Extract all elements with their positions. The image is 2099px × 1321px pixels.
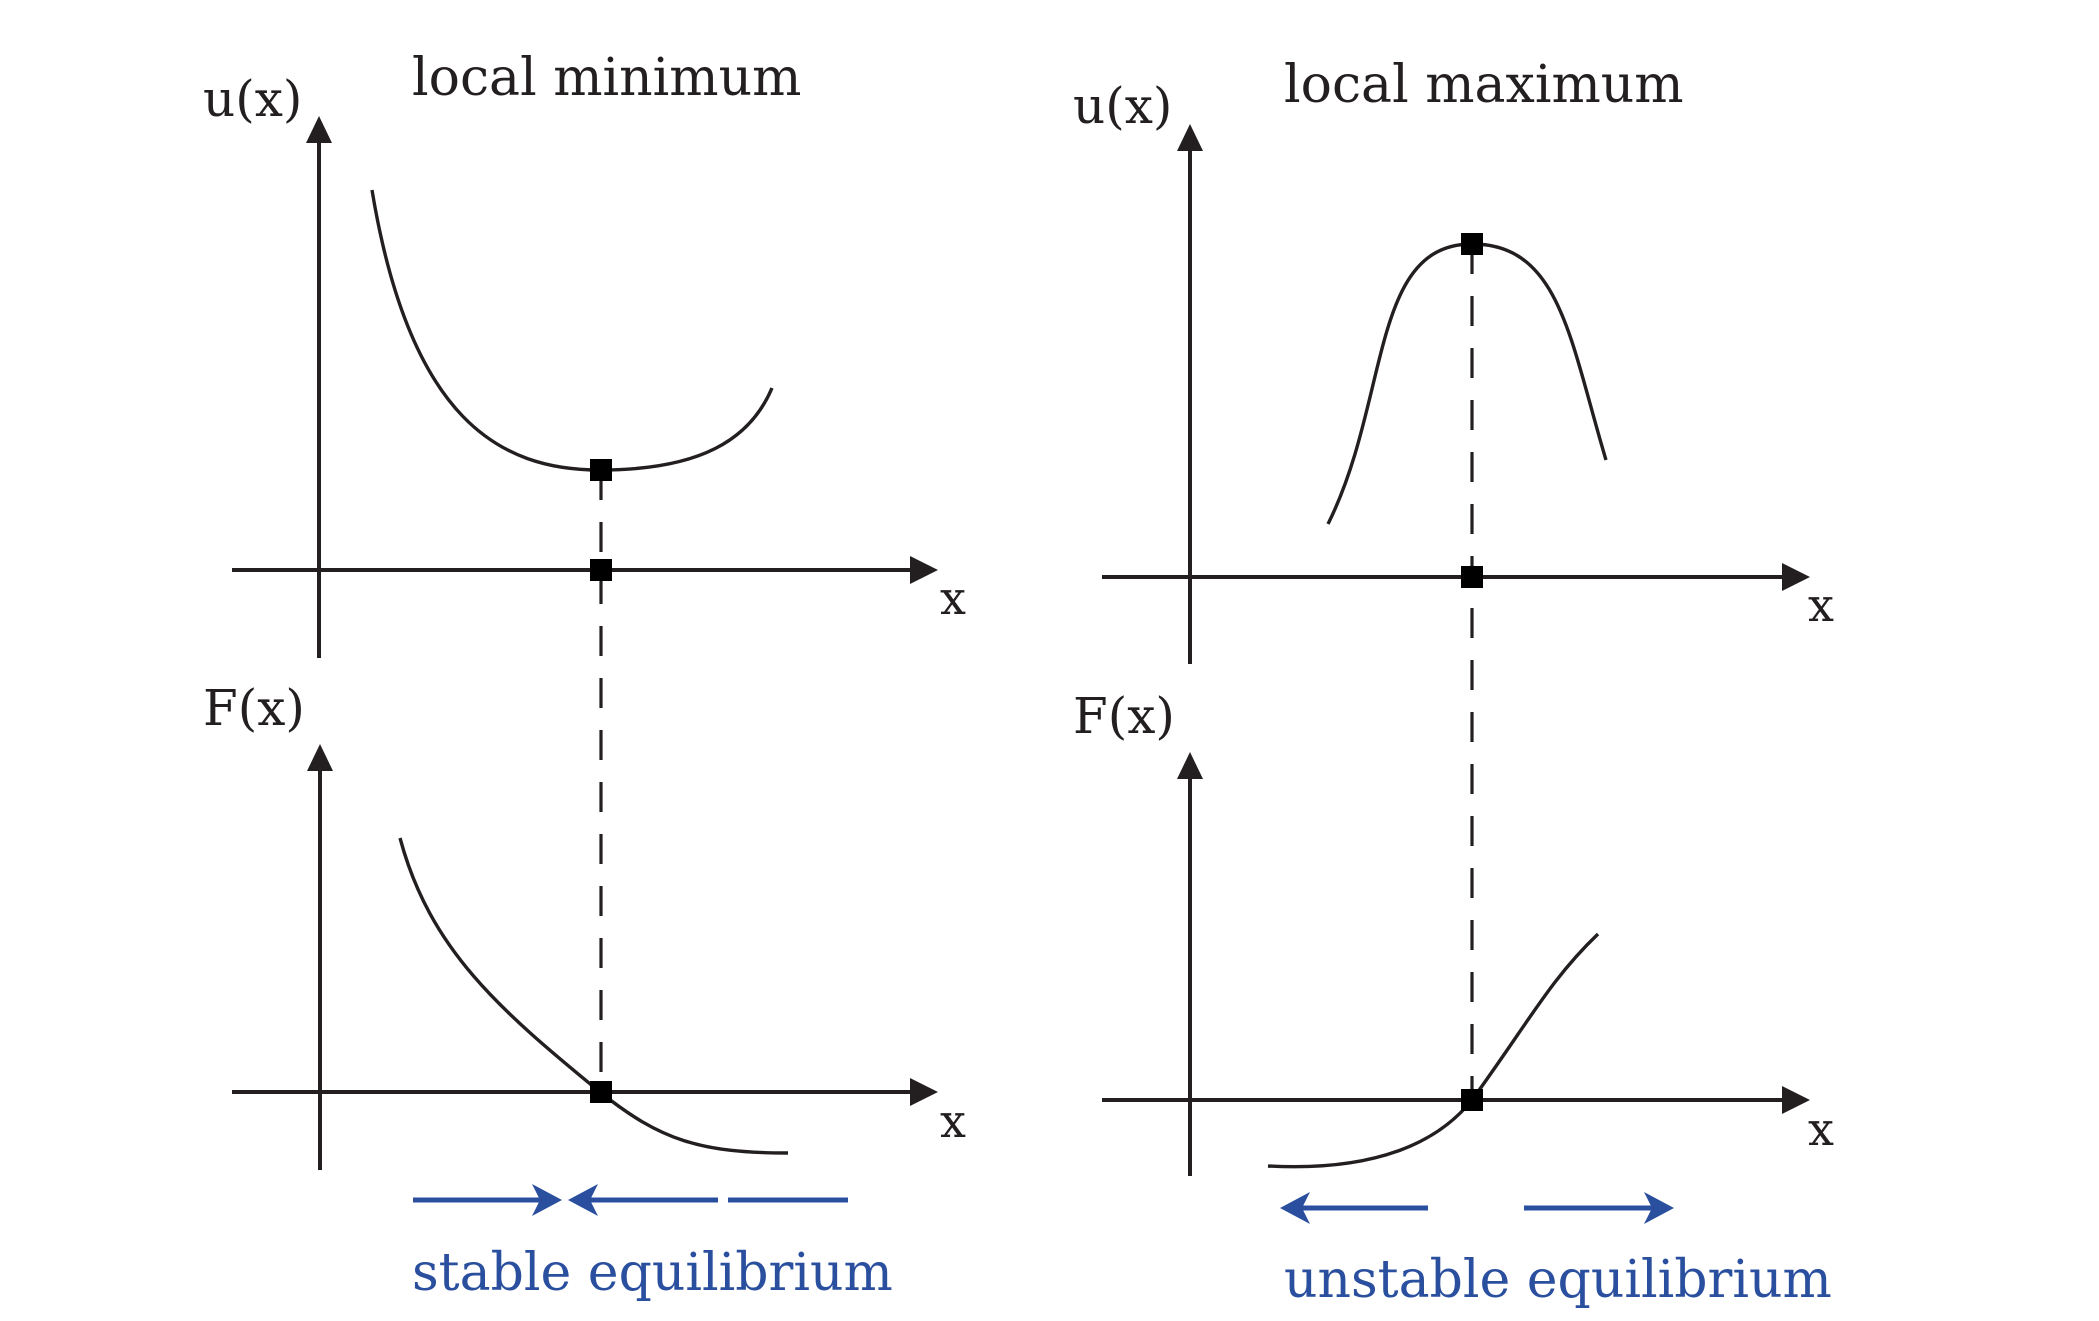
right-panel: local maximum u(x) F(x) x x unstable equ… [1073, 55, 1834, 1310]
right-caption: unstable equilibrium [1284, 1250, 1832, 1310]
left-force-zero-marker [590, 1081, 612, 1103]
right-arrow-icon [532, 1184, 562, 1216]
right-top-y-axis-arrow-icon [1177, 124, 1203, 151]
right-top-x-axis-label: x [1808, 578, 1834, 632]
left-bottom-x-axis-label: x [940, 1094, 966, 1148]
right-potential-curve [1326, 242, 1608, 525]
right-top-x-axis-arrow-icon [1782, 563, 1810, 591]
right-potential-maximum-marker [1461, 233, 1483, 255]
left-arrow-icon [568, 1184, 598, 1216]
left-caption: stable equilibrium [412, 1243, 893, 1303]
right-force-zero-marker [1461, 1089, 1483, 1111]
left-panel: local minimum u(x) F(x) x x stable equil… [203, 48, 966, 1303]
left-bottom-y-axis-arrow-icon [307, 744, 333, 771]
left-potential-curve [370, 189, 774, 472]
left-arrow-icon [1280, 1192, 1310, 1224]
right-top-axis-equilibrium-marker [1461, 566, 1483, 588]
right-bottom-y-axis-arrow-icon [1177, 752, 1203, 779]
right-bottom-x-axis-arrow-icon [1782, 1086, 1810, 1114]
left-potential-axis-label: u(x) [203, 70, 302, 128]
left-bottom-x-axis-arrow-icon [910, 1078, 938, 1106]
right-force-axis-label: F(x) [1073, 687, 1175, 745]
left-force-axis-label: F(x) [203, 679, 305, 737]
left-force-curve [398, 837, 789, 1155]
right-bottom-x-axis-label: x [1808, 1102, 1834, 1156]
right-arrow-icon [1644, 1192, 1674, 1224]
left-potential-minimum-marker [590, 459, 612, 481]
left-top-axis-equilibrium-marker [590, 559, 612, 581]
left-top-y-axis-arrow-icon [306, 116, 332, 143]
left-title: local minimum [412, 48, 801, 108]
right-force-curve [1267, 932, 1600, 1169]
right-potential-axis-label: u(x) [1073, 77, 1172, 135]
left-top-x-axis-arrow-icon [910, 556, 938, 584]
right-title: local maximum [1284, 55, 1684, 115]
left-top-x-axis-label: x [940, 571, 966, 625]
